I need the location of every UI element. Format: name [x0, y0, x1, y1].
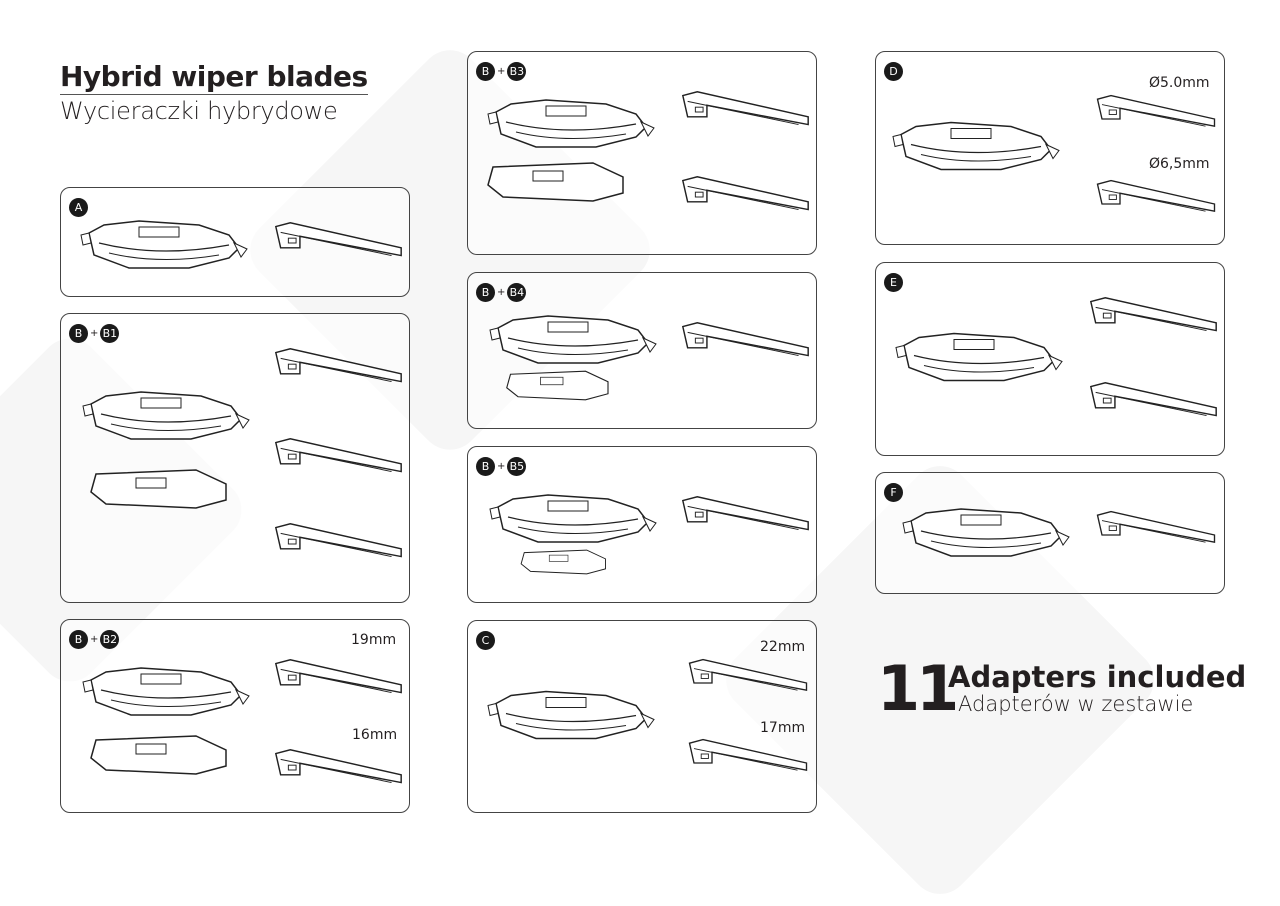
plus-sign: +	[497, 287, 506, 298]
adapter-clip-image	[81, 384, 251, 444]
panel-b-b4: B+B4	[467, 272, 817, 429]
adapter-clip-image	[901, 501, 1071, 561]
plus-sign: +	[90, 328, 99, 339]
adapter-b3-image	[483, 157, 643, 207]
badge-e: E	[884, 273, 903, 292]
adapter-clip-image	[486, 92, 656, 152]
page-subtitle: Wycieraczki hybrydowe	[60, 97, 338, 125]
badge-b4: B4	[507, 283, 527, 302]
plus-sign: +	[497, 461, 506, 472]
wiper-arm-image	[678, 318, 813, 368]
wiper-arm-image	[683, 736, 813, 781]
panel-b-b2: B+B2 19mm 16mm	[60, 619, 410, 813]
pin-arm-image	[1091, 177, 1221, 222]
wiper-arm-image	[1086, 293, 1221, 343]
page-title: Hybrid wiper blades	[60, 60, 368, 95]
badge-b3: B3	[507, 62, 527, 81]
panel-d: D Ø5.0mm Ø6,5mm	[875, 51, 1225, 245]
adapter-clip-image	[894, 323, 1064, 388]
dimension-label: 22mm	[760, 639, 806, 655]
wiper-arm-image	[271, 344, 406, 394]
panel-a: A	[60, 187, 410, 297]
panel-e: E	[875, 262, 1225, 456]
plus-sign: +	[497, 66, 506, 77]
badge-b5: B5	[507, 457, 527, 476]
wiper-arm-image	[271, 519, 406, 569]
dimension-label: 17mm	[760, 720, 806, 736]
adapter-clip-image	[891, 112, 1061, 177]
adapter-clip-image	[486, 681, 656, 746]
panel-c: C 22mm 17mm	[467, 620, 817, 813]
badge-a: A	[69, 198, 88, 217]
panel-f: F	[875, 472, 1225, 594]
plus-sign: +	[90, 634, 99, 645]
adapter-clip-image	[81, 660, 251, 720]
wiper-arm-image	[1086, 378, 1221, 428]
dimension-label: 19mm	[351, 632, 397, 648]
badge-f: F	[884, 483, 903, 502]
adapters-subtitle: Adapterów w zestawie	[958, 692, 1194, 716]
adapter-clip-image	[488, 308, 658, 368]
dimension-label: 16mm	[352, 727, 398, 743]
wiper-arm-image	[271, 655, 406, 705]
badge-b: B	[476, 457, 495, 476]
panel-b-b1: B+B1	[60, 313, 410, 603]
badge-c: C	[476, 631, 495, 650]
adapter-clip-image	[488, 487, 658, 547]
adapter-b5-image	[518, 542, 618, 582]
badge-d: D	[884, 62, 903, 81]
adapter-clip-image	[79, 213, 249, 273]
dimension-label: Ø5.0mm	[1149, 75, 1210, 91]
badge-b: B	[476, 283, 495, 302]
wiper-arm-image	[678, 492, 813, 542]
wiper-arm-image	[271, 745, 406, 795]
wiper-arm-image	[271, 218, 406, 268]
wiper-arm-image	[271, 434, 406, 484]
badge-b: B	[69, 324, 88, 343]
panel-b-b3: B+B3	[467, 51, 817, 255]
adapter-b4-image	[503, 363, 623, 408]
panel-b-b5: B+B5	[467, 446, 817, 603]
badge-b: B	[476, 62, 495, 81]
wiper-arm-image	[678, 87, 813, 137]
adapter-b2-image	[86, 730, 246, 780]
wiper-arm-image	[683, 656, 813, 701]
adapter-b1-image	[86, 464, 246, 514]
badge-b: B	[69, 630, 88, 649]
badge-b1: B1	[100, 324, 120, 343]
wiper-arm-image	[1091, 508, 1221, 553]
badge-b2: B2	[100, 630, 120, 649]
dimension-label: Ø6,5mm	[1149, 156, 1210, 172]
pin-arm-image	[1091, 92, 1221, 137]
adapter-count: 11	[877, 652, 959, 725]
wiper-arm-image	[678, 172, 813, 222]
adapters-title: Adapters included	[948, 660, 1247, 694]
